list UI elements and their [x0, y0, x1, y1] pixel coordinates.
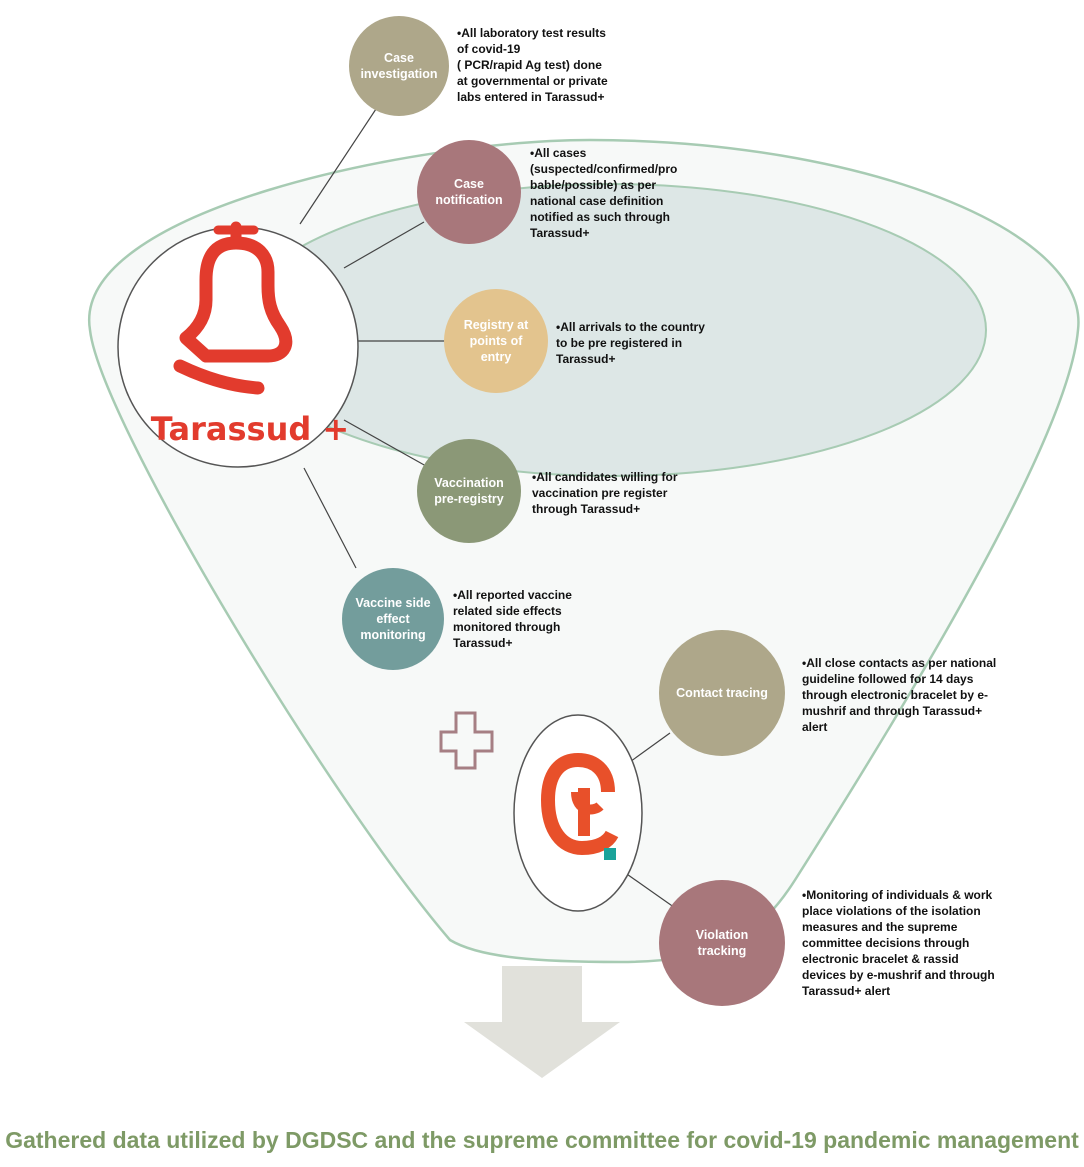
node-label: Contact tracing [676, 686, 768, 700]
tarassud-logo-circle: Tarassud + [117, 221, 359, 468]
node-description-line: devices by e-mushrif and through [802, 968, 995, 982]
e-mushrif-logo-icon [540, 752, 619, 856]
node-contact-tracing: Contact tracing •All close contacts as pe… [659, 630, 996, 756]
node-description-line: vaccination pre register [532, 486, 668, 500]
node-label: tracking [698, 944, 747, 958]
node-label: monitoring [360, 628, 425, 642]
e-mushrif-logo-circle [513, 714, 643, 912]
node-circle [659, 880, 785, 1006]
node-label: Case [384, 51, 414, 65]
node-label: notification [435, 193, 502, 207]
node-description-line: to be pre registered in [556, 336, 682, 350]
node-circle [342, 568, 444, 670]
node-description-line: notified as such through [530, 210, 670, 224]
node-circle [417, 140, 521, 244]
footer-caption: Gathered data utilized by DGDSC and the … [5, 1127, 1079, 1153]
node-description-line: committee decisions through [802, 936, 969, 950]
node-description-line: bable/possible) as per [530, 178, 656, 192]
node-registry-points-of-entry: Registry at points of entry •All arrivals t… [444, 289, 705, 393]
node-label: Vaccine side [355, 596, 430, 610]
node-label: points of [470, 334, 524, 348]
node-violation-tracking: Violation tracking •Monitoring of individu… [659, 880, 995, 1006]
nodes-layer: Case investigation •All laboratory test re… [342, 16, 996, 1006]
node-description-line: of covid-19 [457, 42, 521, 56]
node-description-line: •All arrivals to the country [556, 320, 705, 334]
node-description-line: •Monitoring of individuals & work [802, 888, 993, 902]
node-description-line: measures and the supreme [802, 920, 958, 934]
node-description-line: guideline followed for 14 days [802, 672, 974, 686]
node-description-line: Tarassud+ [453, 636, 512, 650]
node-circle [444, 289, 548, 393]
node-description-line: through Tarassud+ [532, 502, 640, 516]
node-description-line: ( PCR/rapid Ag test) done [457, 58, 602, 72]
node-description-line: labs entered in Tarassud+ [457, 90, 605, 104]
node-label: Violation [696, 928, 749, 942]
node-description-line: through electronic bracelet by e- [802, 688, 988, 702]
node-circle [659, 630, 785, 756]
node-description-line: •All reported vaccine [453, 588, 572, 602]
node-label: pre-registry [434, 492, 504, 506]
node-description-line: (suspected/confirmed/pro [530, 162, 677, 176]
down-arrow-icon [464, 966, 620, 1078]
plus-icon [439, 711, 494, 770]
node-label: entry [481, 350, 512, 364]
tarassud-logo-text: Tarassud + [151, 410, 349, 448]
node-description-line: electronic bracelet & rassid [802, 952, 959, 966]
node-description-line: •All candidates willing for [532, 470, 678, 484]
node-label: investigation [360, 67, 437, 81]
node-description-line: •All cases [530, 146, 587, 160]
node-description-line: alert [802, 720, 827, 734]
node-description-line: national case definition [530, 194, 663, 208]
node-vaccination-pre-registry: Vaccination pre-registry •All candidates w… [417, 439, 678, 543]
node-label: Registry at [464, 318, 529, 332]
node-case-investigation: Case investigation •All laboratory test re… [349, 16, 608, 116]
e-mushrif-logo-dot [604, 848, 616, 860]
node-label: Vaccination [434, 476, 503, 490]
node-description-line: Tarassud+ alert [802, 984, 890, 998]
node-vaccine-side-effect-monitoring: Vaccine side effect monitoring •All reporte… [342, 568, 572, 670]
node-label: effect [376, 612, 410, 626]
node-circle [349, 16, 449, 116]
node-description-line: monitored through [453, 620, 560, 634]
node-case-notification: Case notification •All cases (suspected/con… [417, 140, 677, 244]
node-description-line: at governmental or private [457, 74, 608, 88]
node-description-line: •All laboratory test results [457, 26, 606, 40]
node-description-line: •All close contacts as per national [802, 656, 996, 670]
node-label: Case [454, 177, 484, 191]
bell-icon [173, 221, 293, 395]
node-description-line: Tarassud+ [530, 226, 589, 240]
node-description-line: related side effects [453, 604, 562, 618]
node-description-line: place violations of the isolation [802, 904, 981, 918]
node-description-line: mushrif and through Tarassud+ [802, 704, 982, 718]
node-description-line: Tarassud+ [556, 352, 615, 366]
node-circle [417, 439, 521, 543]
